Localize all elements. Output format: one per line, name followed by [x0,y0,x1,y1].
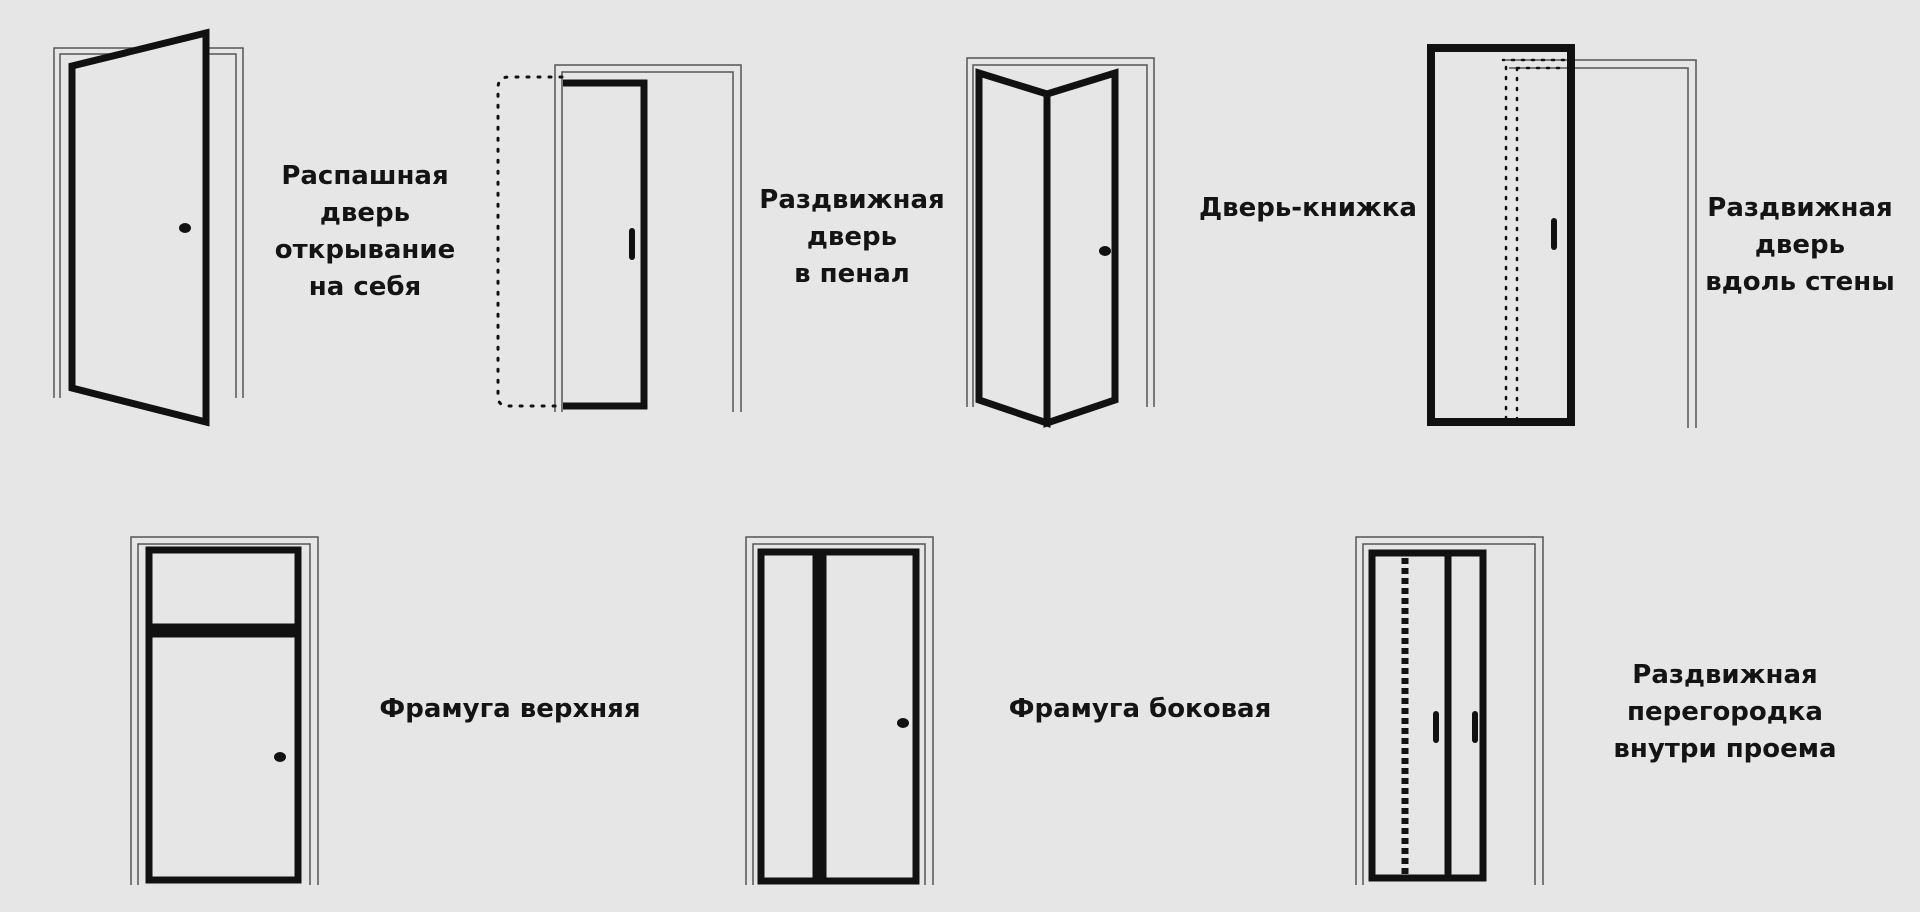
caption-line: Раздвижная [1707,193,1893,223]
caption-line: Распашная [281,161,449,191]
right-fold-panel [1043,68,1119,428]
open-door-leaf [68,28,210,427]
door-leaf [819,548,920,885]
door-frame-inner-outline [137,543,311,885]
partition-panel-right [1444,549,1487,882]
door-handle-icon [629,228,635,260]
door-frame-inner-outline [752,543,926,885]
caption-line: Дверь-книжка [1199,193,1417,223]
swing-door-illustration [53,28,244,427]
sliding-door-leaf [1427,44,1575,426]
caption-line: дверь [1754,230,1846,260]
caption-line: на себя [308,272,422,302]
door-frame-outline [1355,536,1544,885]
sliding-partition-illustration [1355,536,1544,885]
left-fold-panel [975,68,1051,428]
door-frame-outline [966,57,1155,407]
caption-line: перегородка [1627,697,1823,727]
door-knob-icon [897,718,909,728]
top-transom-illustration [130,536,319,885]
caption-line: Раздвижная [1632,660,1818,690]
door-frame-outline [130,536,319,885]
side-transom-caption: Фрамуга боковая [995,691,1285,728]
caption-line: открывание [274,235,456,265]
door-handle-icon [1433,711,1439,743]
sliding-partition-caption: Раздвижная перегородка внутри проема [1590,657,1860,768]
sliding-door-leaf [563,79,648,410]
door-knob-icon [179,223,191,233]
caption-line: дверь [319,198,411,228]
door-frame-inner-outline [1509,67,1689,428]
hidden-opening-outline [1501,58,1568,424]
door-knob-icon [1099,246,1111,256]
wall-slide-door-illustration [1427,44,1697,428]
pocket-door-illustration [496,64,742,412]
hidden-pocket-outline [496,75,564,408]
top-transom-caption: Фрамуга верхняя [365,691,655,728]
transom-panel [145,546,302,631]
bifold-door-caption: Дверь-книжка [1178,190,1438,227]
door-frame-outline [1503,59,1697,428]
door-handle-icon [1551,218,1557,250]
pocket-door-caption: Раздвижная дверь в пенал [737,182,967,293]
caption-line: Фрамуга верхняя [379,694,641,724]
door-frame-inner-outline [1362,543,1536,885]
door-frame-outline [554,64,742,412]
caption-line: Раздвижная [759,185,945,215]
wall-slide-door-caption: Раздвижная дверь вдоль стены [1685,190,1915,301]
bifold-door-illustration [966,57,1155,428]
door-frame-inner-outline [561,71,734,412]
door-frame-inner-outline [972,64,1148,407]
door-frame-outline [745,536,934,885]
caption-line: вдоль стены [1705,267,1895,297]
swing-door-caption: Распашная дверь открывание на себя [245,158,485,306]
door-handle-icon [1472,711,1478,743]
caption-line: в пенал [794,259,910,289]
door-leaf [145,630,302,884]
door-knob-icon [274,752,286,762]
transom-panel [757,548,820,885]
caption-line: Фрамуга боковая [1008,694,1272,724]
caption-line: дверь [806,222,898,252]
caption-line: внутри проема [1613,734,1837,764]
side-transom-illustration [745,536,934,885]
